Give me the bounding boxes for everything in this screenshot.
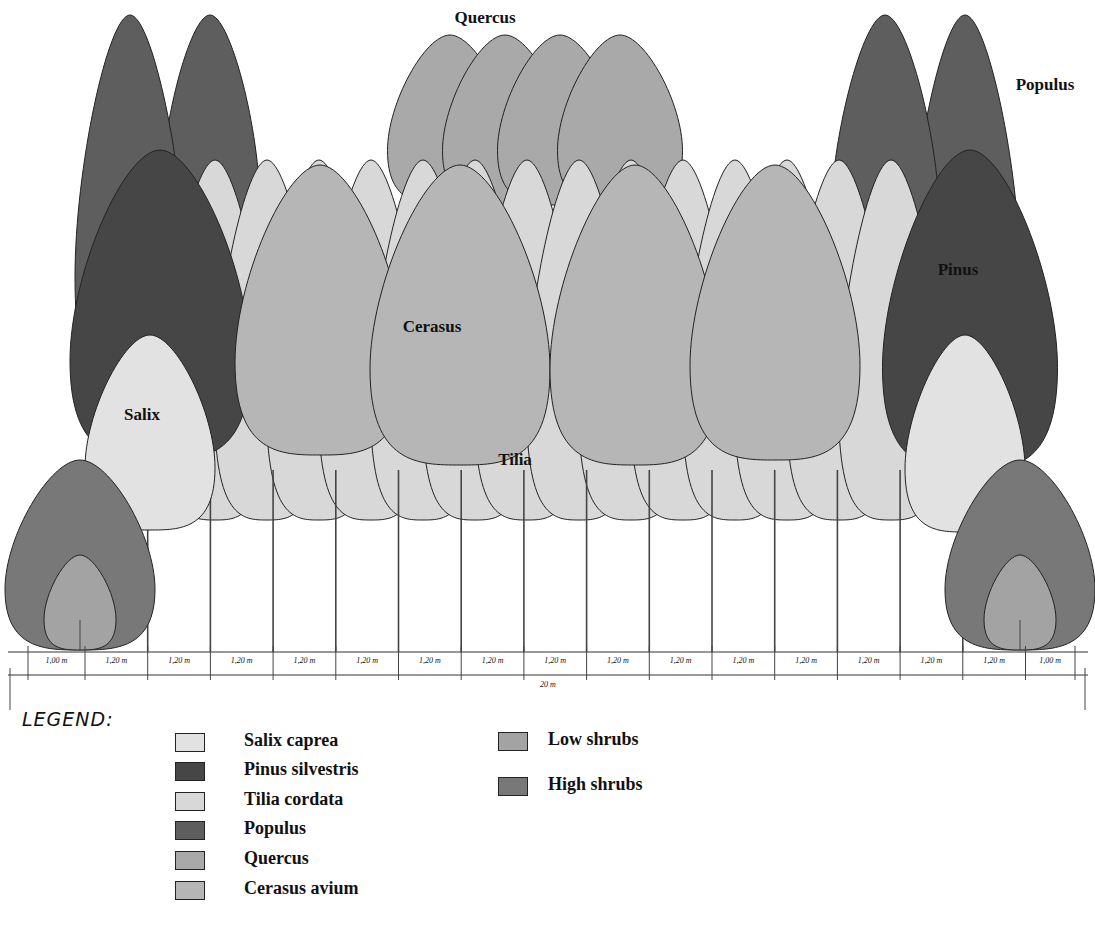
tree-label: Salix [124, 405, 160, 425]
stroke-line [711, 470, 713, 652]
tree-crown [44, 555, 116, 650]
dimension-label: 1,20 m [669, 656, 693, 665]
stroke-line [962, 646, 963, 680]
stroke-line [900, 646, 901, 680]
dimension-label: 1,20 m [731, 656, 755, 665]
dimension-label: 20 m [539, 680, 557, 689]
legend-text: Cerasus avium [244, 878, 359, 899]
stroke-line [586, 470, 588, 652]
legend-text: Quercus [244, 848, 309, 869]
legend-text: Tilia cordata [244, 789, 343, 810]
tree-crown [984, 555, 1056, 650]
tree-crown [690, 165, 860, 460]
stroke-line [210, 646, 211, 680]
tree-crown [550, 165, 720, 465]
legend-text: Salix caprea [244, 730, 338, 751]
dimension-label: 1,20 m [355, 656, 379, 665]
stroke-line [273, 646, 274, 680]
legend-text: Low shrubs [548, 729, 639, 750]
legend-swatch [175, 792, 205, 811]
stroke-line [398, 470, 400, 652]
stroke-line [28, 646, 29, 680]
dimension-label: 1,20 m [857, 656, 881, 665]
legend-swatch [498, 777, 528, 796]
dimension-label: 1,20 m [606, 656, 630, 665]
stroke-line [774, 470, 776, 652]
legend-text: Pinus silvestris [244, 759, 359, 780]
stroke-line [1025, 646, 1026, 680]
stroke-line [899, 470, 901, 652]
stroke-line [523, 646, 524, 680]
stroke-line [398, 646, 399, 680]
stroke-line [649, 646, 650, 680]
stroke-line [460, 470, 462, 652]
stroke-line [335, 646, 336, 680]
legend-heading: LEGEND: [22, 708, 114, 730]
stroke-line [1085, 668, 1086, 710]
stroke-line [837, 646, 838, 680]
dimension-label: 1,20 m [418, 656, 442, 665]
tree-label: Pinus [938, 260, 979, 280]
stroke-line [85, 646, 86, 680]
stroke-line [648, 470, 650, 652]
tree-crown [370, 165, 550, 465]
dimension-label: 1,00 m [1038, 656, 1062, 665]
legend-swatch [175, 762, 205, 781]
dimension-label: 1,20 m [794, 656, 818, 665]
dimension-label: 1,20 m [481, 656, 505, 665]
tree-label: Tilia [498, 450, 532, 470]
stroke-line [335, 470, 337, 652]
stroke-line [147, 646, 148, 680]
tree-label: Quercus [454, 8, 515, 28]
stroke-line [586, 646, 587, 680]
legend-text: Populus [244, 818, 306, 839]
legend-swatch [175, 851, 205, 870]
stroke-line [10, 668, 11, 710]
stroke-line [272, 470, 274, 652]
tree-crown [945, 460, 1095, 650]
stroke-line [1075, 646, 1076, 680]
dimension-label: 1,20 m [104, 656, 128, 665]
dimension-label: 1,20 m [230, 656, 254, 665]
dimension-label: 1,20 m [293, 656, 317, 665]
dimension-label: 1,20 m [982, 656, 1006, 665]
stroke-line [523, 470, 525, 652]
tree-label: Populus [1016, 75, 1075, 95]
stroke-line [461, 646, 462, 680]
legend-swatch [175, 821, 205, 840]
legend-text: High shrubs [548, 774, 643, 795]
stroke-line [1020, 620, 1021, 650]
legend-swatch [175, 881, 205, 900]
dimension-label: 1,00 m [45, 656, 69, 665]
stroke-line [774, 646, 775, 680]
stroke-line [80, 620, 81, 650]
dimension-label: 1,20 m [543, 656, 567, 665]
dimension-label: 1,20 m [920, 656, 944, 665]
tree-crown [5, 460, 155, 650]
stroke-line [837, 470, 839, 652]
legend-swatch [175, 733, 205, 752]
legend-swatch [498, 732, 528, 751]
dimension-label: 1,20 m [167, 656, 191, 665]
tree-label: Cerasus [403, 317, 462, 337]
stroke-line [712, 646, 713, 680]
